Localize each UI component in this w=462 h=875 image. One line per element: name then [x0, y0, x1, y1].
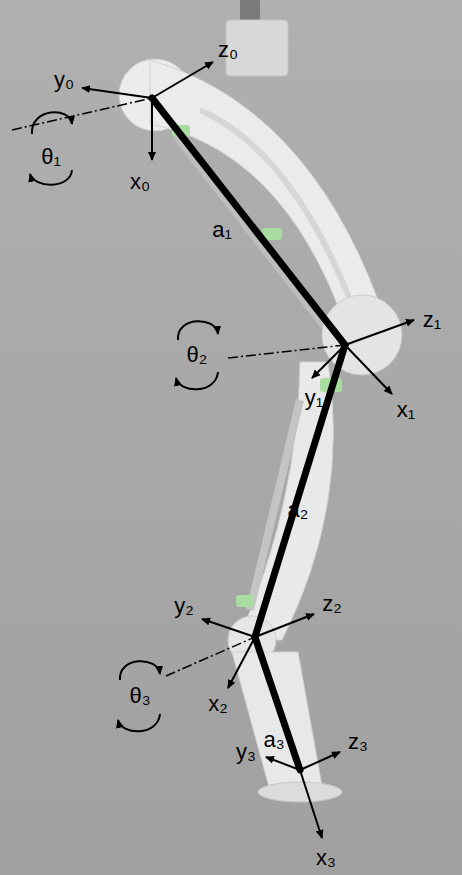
frame-axis [202, 619, 255, 637]
frame-axis [312, 345, 345, 378]
axis-label: a₃ [263, 729, 284, 751]
axis-label: x₂ [208, 693, 228, 715]
axis-label: a₁ [212, 219, 232, 241]
rotation-arrow [118, 714, 160, 731]
axis-label: z₃ [348, 731, 368, 753]
frame-axis [300, 770, 322, 838]
leg-body [200, 110, 350, 300]
axis-label: x₃ [316, 847, 336, 869]
axis-label: y₃ [236, 741, 256, 763]
axis-label: y₁ [305, 387, 323, 409]
link-line [152, 98, 345, 345]
frame-axis [152, 62, 213, 98]
link-line [255, 637, 300, 770]
rotation-arrow [32, 112, 72, 134]
axis-label: x₀ [130, 171, 150, 193]
axis-label: z₂ [322, 593, 342, 615]
rotation-axis [166, 637, 255, 676]
axis-label: θ₁ [41, 146, 61, 168]
frame-axis [228, 637, 255, 688]
leg-body [258, 782, 342, 802]
axis-label: x₁ [397, 399, 415, 421]
leg-body [119, 0, 402, 802]
link-line [255, 345, 345, 637]
frame-axis [345, 320, 414, 345]
pad [236, 595, 254, 607]
link-line [152, 98, 345, 770]
frame-axis [82, 88, 152, 98]
axis-label: z₀ [218, 39, 238, 61]
axis-label: θ₃ [129, 685, 150, 707]
axis-label: θ₂ [187, 344, 208, 366]
leg-body [240, 0, 260, 22]
rotation-axis [12, 98, 345, 676]
leg-body [232, 652, 322, 798]
frame-axis [151, 98, 153, 160]
rotation-arrow [178, 321, 218, 340]
rotation-arrow [120, 661, 160, 680]
leg-body [150, 60, 378, 322]
pad [172, 125, 342, 607]
frame-axis [82, 62, 414, 838]
frame-axis [300, 752, 340, 770]
rotation-arrow [176, 372, 218, 389]
axis-label: y₀ [54, 69, 74, 91]
rotation-axis [228, 345, 345, 358]
frame-axis [255, 614, 314, 637]
axis-label: y₂ [174, 595, 194, 617]
axis-label: a₂ [288, 499, 309, 521]
frame-axis [345, 345, 392, 394]
axis-label: z₁ [423, 309, 441, 331]
rotation-arrow [30, 170, 72, 185]
rotation-arrow [30, 112, 218, 731]
frame-axis [266, 757, 300, 770]
